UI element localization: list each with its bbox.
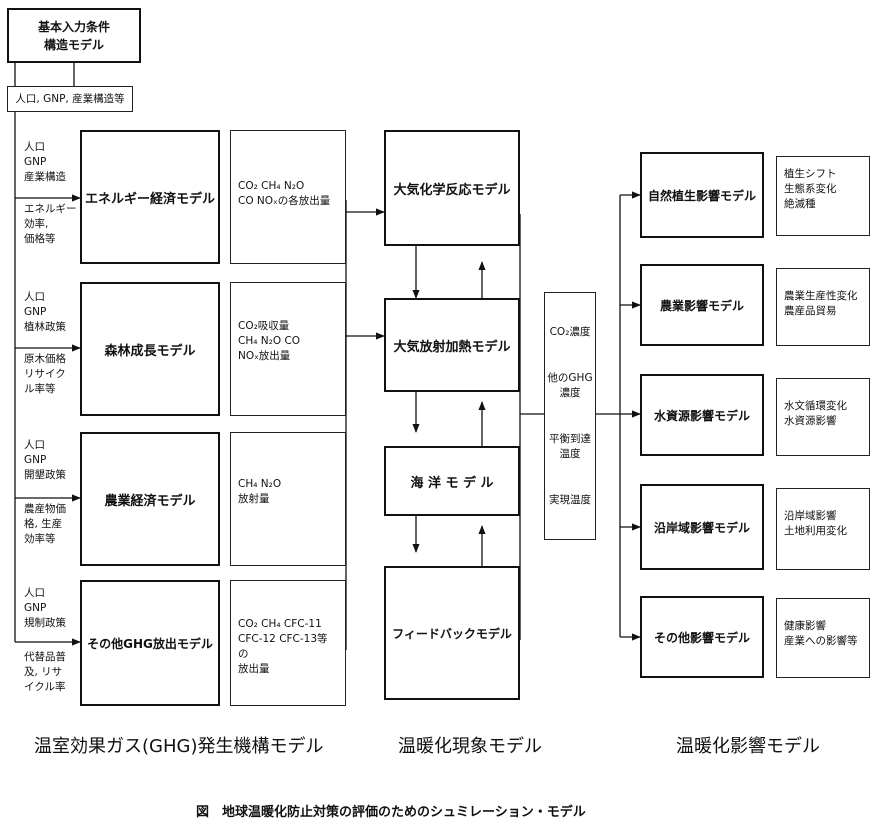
- water-resource-impact-model: 水資源影響モデル: [640, 374, 764, 456]
- other-impact-model: その他影響モデル: [640, 596, 764, 678]
- agri-emission-outputs: CH₄ N₂O 放射量: [230, 432, 346, 566]
- natural-vegetation-impact-model: 自然植生影響モデル: [640, 152, 764, 238]
- other-impact-outputs: 健康影響 産業への影響等: [776, 598, 870, 678]
- agriculture-impact-model-label: 農業影響モデル: [659, 298, 744, 313]
- energy-emission-outputs: CO₂ CH₄ N₂O CO NOₓの各放出量: [230, 130, 346, 264]
- agriculture-impact-outputs: 農業生産性変化 農産品貿易: [776, 268, 870, 346]
- water-impact-outputs: 水文循環変化 水資源影響: [776, 378, 870, 456]
- input-parameters-label: 人口, GNP, 産業構造等: [15, 92, 125, 105]
- section-title-warming-phenomena: 温暖化現象モデル: [398, 736, 542, 757]
- feedback-model-label: フィードバックモデル: [392, 626, 512, 641]
- coastal-impact-outputs: 沿岸域影響 土地利用変化: [776, 488, 870, 570]
- agri-inputs-a: 人口 GNP 開墾政策: [24, 439, 66, 481]
- forest-growth-model: 森林成長モデル: [80, 282, 220, 416]
- natural-vegetation-impact-model-label: 自然植生影響モデル: [647, 188, 756, 203]
- agricultural-economy-model-label: 農業経済モデル: [104, 493, 196, 509]
- base-input-line2: 構造モデル: [43, 37, 104, 52]
- other-inputs-a: 人口 GNP 規制政策: [24, 587, 66, 629]
- other-impact-model-label: その他影響モデル: [653, 630, 750, 645]
- atmospheric-radiation-model-label: 大気放射加熱モデル: [393, 339, 511, 355]
- other-ghg-emission-model-label: その他GHG放出モデル: [87, 636, 213, 651]
- energy-economy-model: エネルギー経済モデル: [80, 130, 220, 264]
- section-title-warming-impact: 温暖化影響モデル: [676, 736, 820, 757]
- ocean-model-label: 海 洋 モ デ ル: [410, 475, 494, 491]
- input-parameters-box: 人口, GNP, 産業構造等: [7, 86, 133, 112]
- forest-inputs-a: 人口 GNP 植林政策: [24, 291, 66, 333]
- coastal-impact-model: 沿岸域影響モデル: [640, 484, 764, 570]
- ocean-model: 海 洋 モ デ ル: [384, 446, 520, 516]
- climate-results-box: CO₂濃度 他のGHG 濃度 平衡到達 温度 実現温度: [544, 292, 596, 540]
- other-ghg-emission-model: その他GHG放出モデル: [80, 580, 220, 706]
- atmospheric-radiation-model: 大気放射加熱モデル: [384, 298, 520, 392]
- other-emission-outputs: CO₂ CH₄ CFC-11 CFC-12 CFC-13等の 放出量: [230, 580, 346, 706]
- agriculture-impact-model: 農業影響モデル: [640, 264, 764, 346]
- energy-economy-model-label: エネルギー経済モデル: [84, 191, 215, 207]
- agri-inputs-b: 農産物価 格, 生産 効率等: [24, 503, 66, 545]
- co2-concentration-label: CO₂濃度: [549, 325, 591, 338]
- other-ghg-concentration-label: 他のGHG 濃度: [547, 371, 593, 399]
- figure-caption: 図 地球温暖化防止対策の評価のためのシュミレーション・モデル: [196, 805, 586, 820]
- agricultural-economy-model: 農業経済モデル: [80, 432, 220, 566]
- equilibrium-temperature-label: 平衡到達 温度: [549, 432, 591, 460]
- forest-emission-outputs: CO₂吸収量 CH₄ N₂O CO NOₓ放出量: [230, 282, 346, 416]
- forest-inputs-b: 原木価格 リサイク ル率等: [24, 353, 66, 395]
- base-input-line1: 基本入力条件: [37, 19, 110, 34]
- forest-growth-model-label: 森林成長モデル: [104, 343, 196, 359]
- section-title-ghg-mechanism: 温室効果ガス(GHG)発生機構モデル: [34, 736, 324, 757]
- coastal-impact-model-label: 沿岸域影響モデル: [653, 520, 750, 535]
- atmospheric-chemistry-model-label: 大気化学反応モデル: [393, 182, 511, 198]
- other-inputs-b: 代替品普 及, リサ イクル率: [24, 651, 66, 693]
- energy-inputs-b: エネルギー 効率, 価格等: [24, 203, 77, 245]
- base-input-box: 基本入力条件 構造モデル: [7, 8, 141, 63]
- feedback-model: フィードバックモデル: [384, 566, 520, 700]
- realized-temperature-label: 実現温度: [549, 493, 591, 506]
- atmospheric-chemistry-model: 大気化学反応モデル: [384, 130, 520, 246]
- energy-inputs-a: 人口 GNP 産業構造: [24, 141, 66, 183]
- water-resource-impact-model-label: 水資源影響モデル: [653, 408, 750, 423]
- vegetation-impact-outputs: 植生シフト 生態系変化 絶滅種: [776, 156, 870, 236]
